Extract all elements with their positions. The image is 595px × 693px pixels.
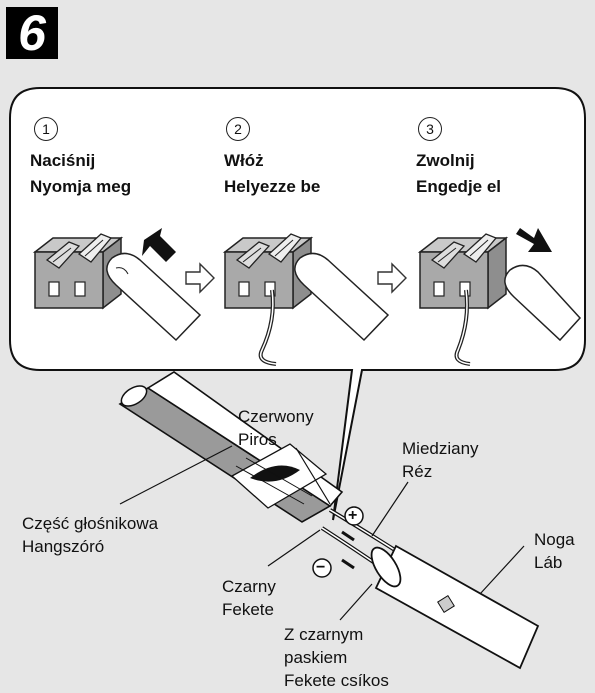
- label-speaker-1: Część głośnikowa: [22, 513, 158, 534]
- leg-body: [366, 543, 538, 668]
- label-speaker-2: Hangszóró: [22, 536, 104, 557]
- label-red-2: Piros: [238, 429, 277, 450]
- terminal-step3: [420, 234, 506, 308]
- copper-end-minus: [342, 560, 354, 568]
- step-badge: 6: [6, 7, 58, 59]
- copper-end-plus: [342, 532, 354, 540]
- label-stripe-1: Z czarnym: [284, 624, 363, 645]
- label-black-2: Fekete: [222, 599, 274, 620]
- step-2-line1: Włóż: [224, 150, 264, 171]
- leader-stripe: [340, 584, 372, 620]
- label-leg-1: Noga: [534, 529, 575, 550]
- label-leg-2: Láb: [534, 552, 562, 573]
- step-number-2: 2: [226, 117, 250, 141]
- label-copper-1: Miedziany: [402, 438, 479, 459]
- step-3-line1: Zwolnij: [416, 150, 475, 171]
- leader-leg: [480, 546, 524, 594]
- step-2-line2: Helyezze be: [224, 176, 320, 197]
- label-stripe-3: Fekete csíkos: [284, 670, 389, 691]
- leader-black: [268, 530, 320, 566]
- step-number-1: 1: [34, 117, 58, 141]
- leader-copper: [372, 482, 408, 536]
- minus-sign: −: [316, 557, 325, 578]
- label-black-1: Czarny: [222, 576, 276, 597]
- label-copper-2: Réz: [402, 461, 432, 482]
- leader-speaker: [120, 446, 232, 504]
- plus-sign: +: [348, 505, 357, 526]
- label-stripe-2: paskiem: [284, 647, 347, 668]
- step-number-3: 3: [418, 117, 442, 141]
- step-3-line2: Engedje el: [416, 176, 501, 197]
- label-red-1: Czerwony: [238, 406, 314, 427]
- step-1-line2: Nyomja meg: [30, 176, 131, 197]
- step-1-line1: Naciśnij: [30, 150, 95, 171]
